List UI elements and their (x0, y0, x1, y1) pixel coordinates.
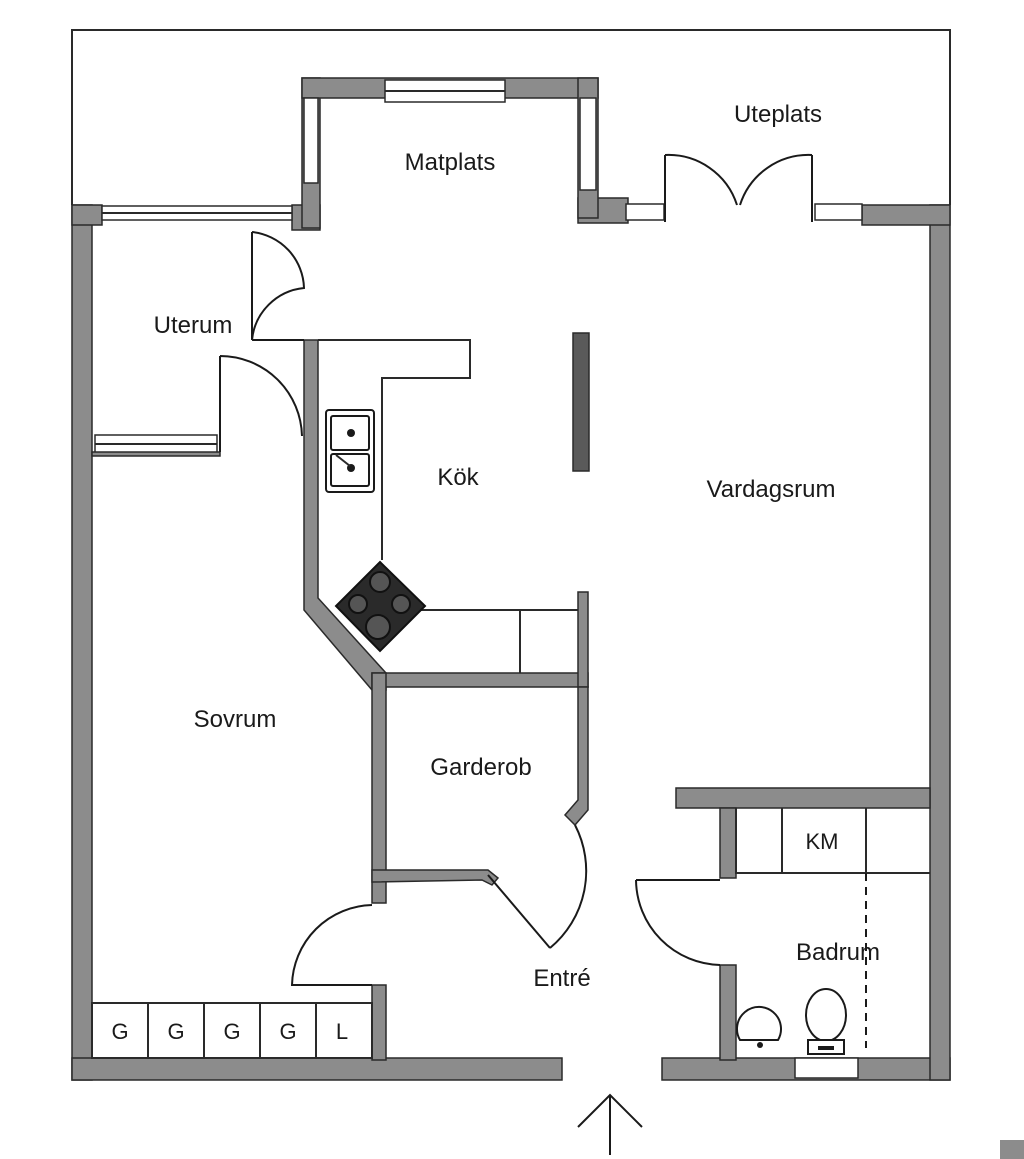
doors (219, 153, 813, 986)
exterior-walls (71, 77, 951, 1081)
closets: G G G G L (91, 1002, 373, 1059)
closet-label: G (111, 1019, 128, 1044)
bathroom-fixtures (735, 808, 930, 1055)
window-bathroom (794, 1057, 859, 1079)
kitchen-island (572, 332, 590, 472)
closet-label: G (223, 1019, 240, 1044)
corner-marker (1000, 1140, 1024, 1159)
toilet-icon (805, 988, 847, 1055)
closet-label: L (336, 1019, 348, 1044)
window-bay-east (579, 97, 597, 191)
terrace-outline (71, 29, 951, 205)
stove-icon (334, 560, 427, 653)
room-label-uteplats: Uteplats (734, 101, 822, 128)
room-label-uterum: Uterum (154, 312, 233, 339)
window-north-small-left (625, 203, 665, 221)
window-north-small-right (814, 203, 863, 221)
entrance-arrow-icon (577, 1093, 643, 1155)
fixture-label-km: KM (806, 829, 839, 854)
closet-label: G (167, 1019, 184, 1044)
kitchen-counter (318, 339, 578, 673)
room-label-kok: Kök (437, 464, 479, 491)
room-label-badrum: Badrum (796, 939, 880, 966)
windows (94, 79, 863, 1079)
room-label-garderob: Garderob (430, 754, 531, 781)
washbasin-icon (736, 1005, 782, 1048)
window-bay-west (303, 97, 319, 184)
room-label-sovrum: Sovrum (194, 706, 277, 733)
room-label-matplats: Matplats (405, 149, 496, 176)
interior-walls (91, 332, 931, 1061)
closet-label: G (279, 1019, 296, 1044)
room-label-vardagsrum: Vardagsrum (707, 476, 836, 503)
room-label-entre: Entré (533, 965, 590, 992)
